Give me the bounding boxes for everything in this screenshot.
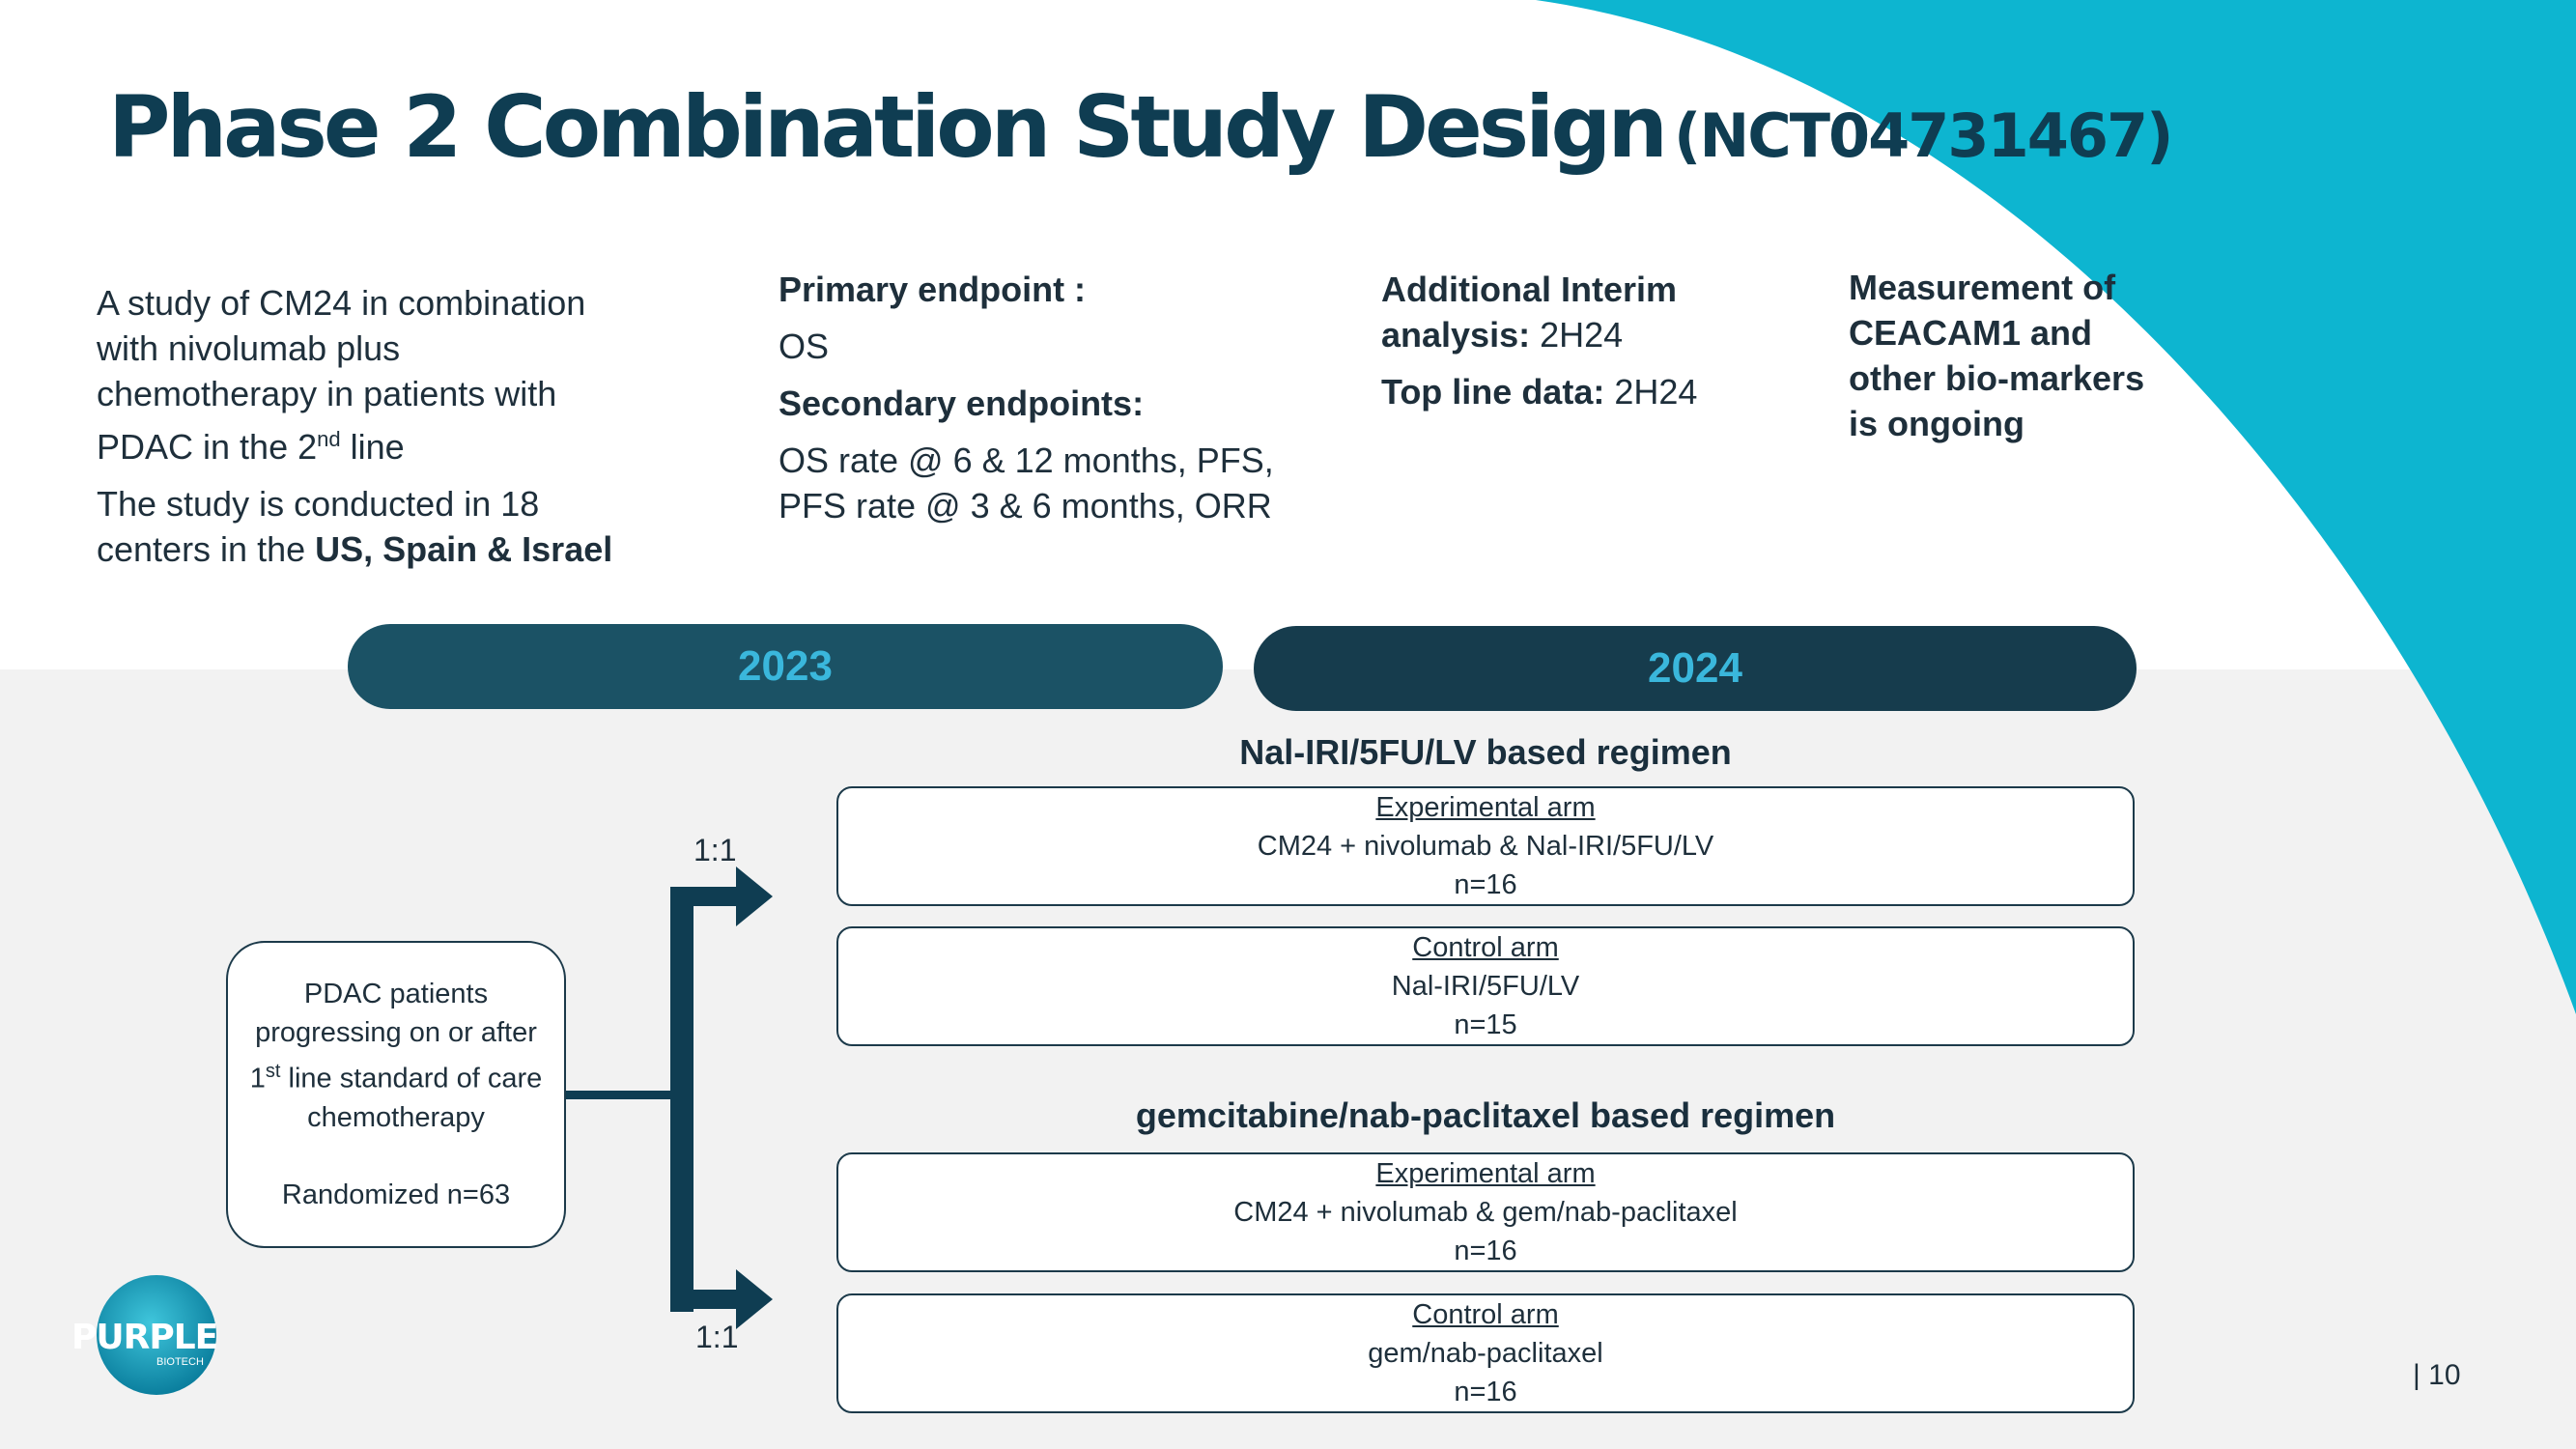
primary-endpoint-value: OS <box>778 327 830 366</box>
arm-n: n=15 <box>1454 1009 1517 1040</box>
arrow-top-head <box>736 867 773 926</box>
arm-treatment: CM24 + nivolumab & gem/nab-paclitaxel <box>1233 1197 1738 1228</box>
primary-endpoint-label: Primary endpoint : <box>778 270 1087 309</box>
sites-line: centers in the US, Spain & Israel <box>97 529 613 569</box>
sites-line: The study is conducted in 18 <box>97 484 540 524</box>
arm-treatment: Nal-IRI/5FU/LV <box>1391 971 1580 1002</box>
ratio-top: 1:1 <box>694 833 737 867</box>
description-line: chemotherapy in patients with <box>97 374 557 413</box>
biomarker-line: is ongoing <box>1849 404 2024 443</box>
secondary-endpoints-label: Secondary endpoints: <box>778 384 1145 423</box>
arm-n: n=16 <box>1454 869 1517 900</box>
ratio-bottom: 1:1 <box>695 1320 739 1354</box>
description-line: A study of CM24 in combination <box>97 283 586 323</box>
page-number: | 10 <box>2413 1359 2461 1391</box>
connector-vertical <box>670 887 694 1312</box>
regimen-heading-gemcitabine: gemcitabine/nab-paclitaxel based regimen <box>1135 1095 1836 1135</box>
patients-line: PDAC patients <box>303 979 489 1010</box>
interim-analysis: analysis: 2H24 <box>1381 315 1624 355</box>
control-arm-gemcitabine: Control arm gem/nab-paclitaxel n=16 <box>836 1293 2135 1413</box>
biomarker-line: other bio-markers <box>1849 358 2145 398</box>
interim-label: Additional Interim <box>1381 270 1677 309</box>
biomarker-line: Measurement of <box>1849 268 2116 307</box>
page-title: Phase 2 Combination Study Design(NCT0473… <box>108 77 2173 177</box>
secondary-endpoints-value: OS rate @ 6 & 12 months, PFS, <box>778 440 1274 480</box>
timeline-info-block: Additional Interim analysis: 2H24 Top li… <box>1381 267 1768 414</box>
description-line: with nivolumab plus <box>97 328 401 368</box>
endpoints-block: Primary endpoint : OS Secondary endpoint… <box>778 267 1319 528</box>
purple-biotech-logo: PURPLE BIOTECH <box>68 1273 232 1403</box>
year-2024-bar: 2024 <box>1254 626 2137 711</box>
patient-population-box: PDAC patients progressing on or after 1s… <box>226 941 566 1248</box>
arm-treatment: CM24 + nivolumab & Nal-IRI/5FU/LV <box>1257 831 1714 862</box>
cyan-arc-shape <box>1536 0 2576 1014</box>
arm-label: Experimental arm <box>1375 1158 1596 1189</box>
regimen-heading-nal-iri: Nal-IRI/5FU/LV based regimen <box>1239 732 1732 772</box>
logo-text: PURPLE <box>71 1318 218 1357</box>
arm-label: Experimental arm <box>1375 792 1596 823</box>
arm-label: Control arm <box>1412 1299 1559 1330</box>
patients-line: 1st line standard of care <box>249 1061 543 1094</box>
description-line: PDAC in the 2nd line <box>97 427 405 467</box>
logo-subtext: BIOTECH <box>156 1356 204 1368</box>
connector-top-stub <box>670 887 738 906</box>
patients-line: chemotherapy <box>307 1101 485 1133</box>
control-arm-nal-iri: Control arm Nal-IRI/5FU/LV n=15 <box>836 926 2135 1046</box>
year-2023-bar: 2023 <box>348 624 1223 709</box>
study-code: (NCT04731467) <box>1674 100 2173 171</box>
study-description: A study of CM24 in combination with nivo… <box>97 280 637 572</box>
arm-treatment: gem/nab-paclitaxel <box>1368 1338 1603 1369</box>
experimental-arm-gemcitabine: Experimental arm CM24 + nivolumab & gem/… <box>836 1152 2135 1272</box>
topline-data: Top line data: 2H24 <box>1381 372 1698 412</box>
arm-n: n=16 <box>1454 1236 1517 1266</box>
connector-bottom-stub <box>670 1290 738 1309</box>
arrow-bottom-head <box>736 1269 773 1329</box>
biomarker-note: Measurement of CEACAM1 and other bio-mar… <box>1849 265 2235 446</box>
randomization-connector <box>566 867 773 1329</box>
randomized-count: Randomized n=63 <box>281 1179 511 1210</box>
biomarker-line: CEACAM1 and <box>1849 313 2093 353</box>
arm-n: n=16 <box>1454 1377 1517 1407</box>
patients-line: progressing on or after <box>255 1017 537 1049</box>
connector-horizontal <box>566 1091 672 1099</box>
experimental-arm-nal-iri: Experimental arm CM24 + nivolumab & Nal-… <box>836 786 2135 906</box>
arm-label: Control arm <box>1412 932 1559 963</box>
secondary-endpoints-value: PFS rate @ 3 & 6 months, ORR <box>778 486 1272 526</box>
